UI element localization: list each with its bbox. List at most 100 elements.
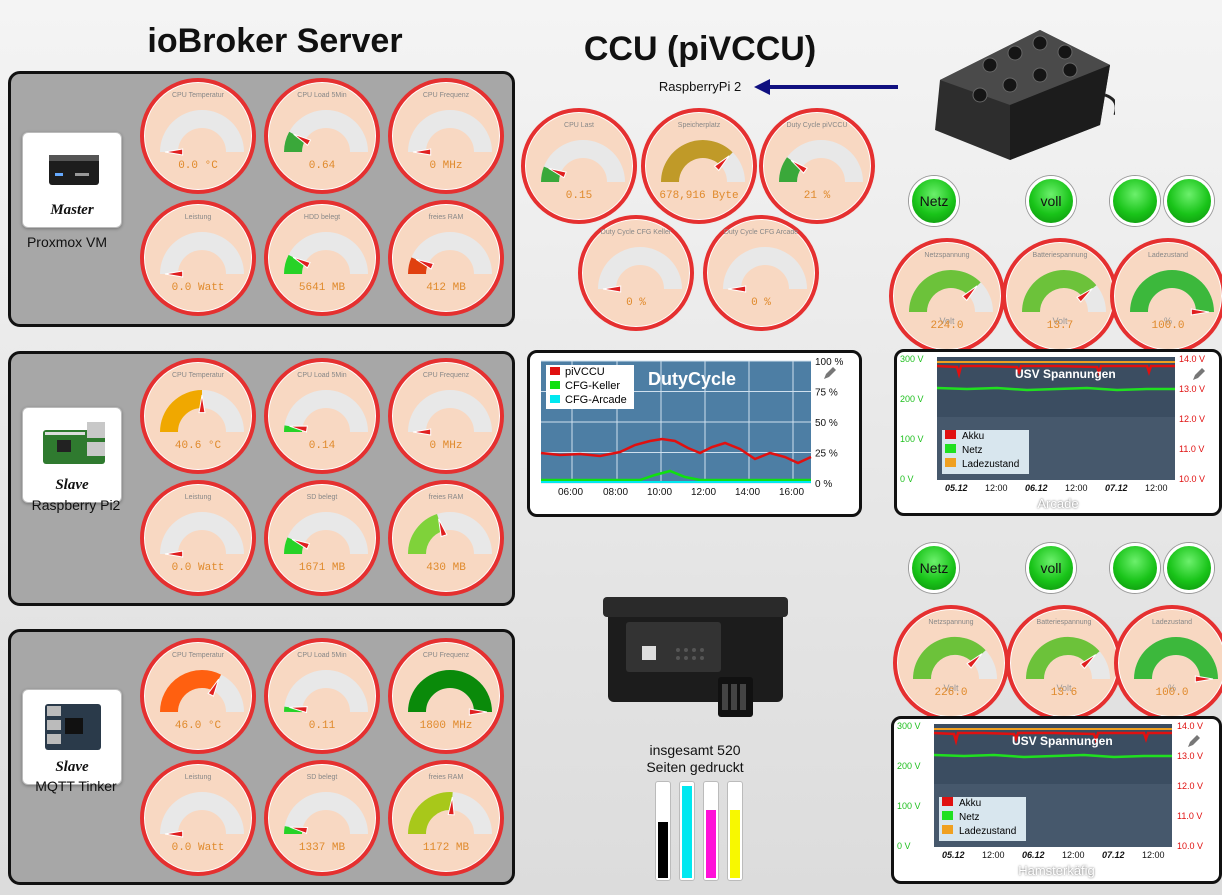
device-role: Slave [55, 477, 89, 493]
legend-item: Ladezustand [945, 458, 1029, 472]
ups-chart-title: USV Spannungen [1012, 734, 1113, 748]
gauge-label: SD belegt [306, 774, 338, 781]
gauge[interactable]: Batteriespannung Volt 13.7 [1002, 238, 1118, 354]
gauge[interactable]: Netzspannung Volt 226.0 [893, 605, 1009, 721]
led-label: Netz [919, 193, 949, 209]
status-led [1110, 176, 1160, 226]
gauge-value: 412 MB [426, 282, 466, 294]
mini-pc-icon [49, 155, 99, 185]
x-tick: 07.12 [1102, 850, 1125, 860]
device-role: Slave [55, 759, 89, 775]
gauge-dial [1134, 637, 1218, 683]
x-tick: 08:00 [603, 487, 628, 498]
gauge[interactable]: CPU Load 5Min 0.64 [264, 78, 380, 194]
gauge-value: 678,916 Byte [659, 190, 739, 202]
iobroker-title: ioBroker Server [147, 22, 403, 60]
status-led [1110, 543, 1160, 593]
gauge[interactable]: CPU Temperatur 46.0 °C [140, 638, 256, 754]
x-tick: 07.12 [1105, 483, 1128, 493]
device-card-raspberry[interactable]: Slave [22, 407, 122, 503]
gauge-label: Batteriespannung [1032, 252, 1088, 259]
gauge-value: 0.0 Watt [171, 842, 225, 854]
x-tick: 12:00 [982, 850, 1005, 860]
gauge[interactable]: Speicherplatz 678,916 Byte [641, 108, 757, 224]
y-tick-right: 11.0 V [1179, 444, 1205, 454]
legend-item: CFG-Arcade [550, 393, 634, 407]
gauge[interactable]: Netzspannung Volt 224.0 [889, 238, 1005, 354]
ink-level-bar [679, 781, 695, 881]
gauge[interactable]: Duty Cycle CFG Arcade 0 % [703, 215, 819, 331]
x-tick: 06.12 [1022, 850, 1045, 860]
gauge-unit: % [1163, 316, 1172, 326]
gauge[interactable]: Leistung 0.0 Watt [140, 200, 256, 316]
gauge-label: Duty Cycle CFG Arcade [723, 229, 799, 236]
y-tick-right: 14.0 V [1177, 721, 1204, 731]
gauge[interactable]: Leistung 0.0 Watt [140, 480, 256, 596]
gauge-label: Duty Cycle piVCCU [786, 122, 848, 129]
gauge-value: 1337 MB [298, 842, 346, 854]
edit-pencil-icon[interactable] [822, 365, 838, 381]
legend-label: Netz [959, 812, 980, 823]
gauge[interactable]: CPU Temperatur 0.0 °C [140, 78, 256, 194]
device-card-tinker[interactable]: Slave [22, 689, 122, 785]
gauge-unit: Volt [1056, 683, 1072, 693]
gauge[interactable]: CPU Frequenz 0 MHz [388, 78, 504, 194]
gauge[interactable]: Ladezustand % 100.0 [1114, 605, 1222, 721]
gauge-label: Speicherplatz [677, 122, 721, 129]
gauge[interactable]: Ladezustand % 100.0 [1110, 238, 1222, 354]
gauge-label: CPU Frequenz [422, 92, 470, 99]
x-tick: 12:00 [985, 483, 1008, 493]
legend-label: CFG-Keller [565, 380, 621, 392]
gauge-value: 0.64 [308, 160, 336, 172]
gauge-label: CPU Temperatur [171, 652, 224, 659]
gauge-value: 430 MB [426, 562, 466, 574]
gauge-label: CPU Load 5Min [297, 92, 347, 99]
y-tick-left: 300 V [897, 721, 921, 731]
gauge[interactable]: freies RAM 412 MB [388, 200, 504, 316]
legend-item: Akku [945, 430, 1029, 444]
edit-pencil-icon[interactable] [1191, 366, 1207, 382]
legend-label: Netz [962, 445, 983, 456]
y-tick-right: 13.0 V [1177, 751, 1204, 761]
gauge[interactable]: CPU Last 0.15 [521, 108, 637, 224]
ink-level-bar [703, 781, 719, 881]
gauge[interactable]: CPU Load 5Min 0.11 [264, 638, 380, 754]
gauge-value: 224.0 [930, 320, 964, 332]
gauge[interactable]: CPU Temperatur 40.6 °C [140, 358, 256, 474]
gauge[interactable]: Leistung 0.0 Watt [140, 760, 256, 876]
gauge[interactable]: SD belegt 1671 MB [264, 480, 380, 596]
ccu-title: CCU (piVCCU) [583, 30, 817, 68]
gauge-dial [723, 247, 807, 293]
ups-device-image [935, 30, 1115, 160]
gauge[interactable]: freies RAM 1172 MB [388, 760, 504, 876]
gauge-dial [912, 636, 997, 680]
gauge[interactable]: freies RAM 430 MB [388, 480, 504, 596]
y-tick-right: 10.0 V [1179, 474, 1206, 484]
gauge[interactable]: Batteriespannung Volt 13.6 [1006, 605, 1122, 721]
gauge[interactable]: HDD belegt 5641 MB [264, 200, 380, 316]
gauge[interactable]: CPU Frequenz 1800 MHz [388, 638, 504, 754]
gauge-label: Duty Cycle CFG Keller [600, 229, 672, 236]
gauge[interactable]: CPU Frequenz 0 MHz [388, 358, 504, 474]
x-tick: 12:00 [1065, 483, 1088, 493]
gauge-value: 0.15 [565, 190, 593, 202]
x-tick: 06.12 [1025, 483, 1048, 493]
gauge-value: 0.11 [308, 720, 336, 732]
gauge-dial [661, 140, 745, 183]
gauge[interactable]: Duty Cycle piVCCU 21 % [759, 108, 875, 224]
gauge-dial [160, 670, 244, 713]
gauge[interactable]: CPU Load 5Min 0.14 [264, 358, 380, 474]
legend-item: CFG-Keller [550, 379, 634, 393]
gauge[interactable]: SD belegt 1337 MB [264, 760, 380, 876]
gauge[interactable]: Duty Cycle CFG Keller 0 % [578, 215, 694, 331]
ink-level-bar [655, 781, 671, 881]
edit-pencil-icon[interactable] [1186, 733, 1202, 749]
gauge-dial [1130, 270, 1214, 316]
gauge-label: freies RAM [428, 214, 464, 221]
legend-label: Ladezustand [959, 826, 1017, 837]
device-card-master[interactable]: Master [22, 132, 122, 228]
